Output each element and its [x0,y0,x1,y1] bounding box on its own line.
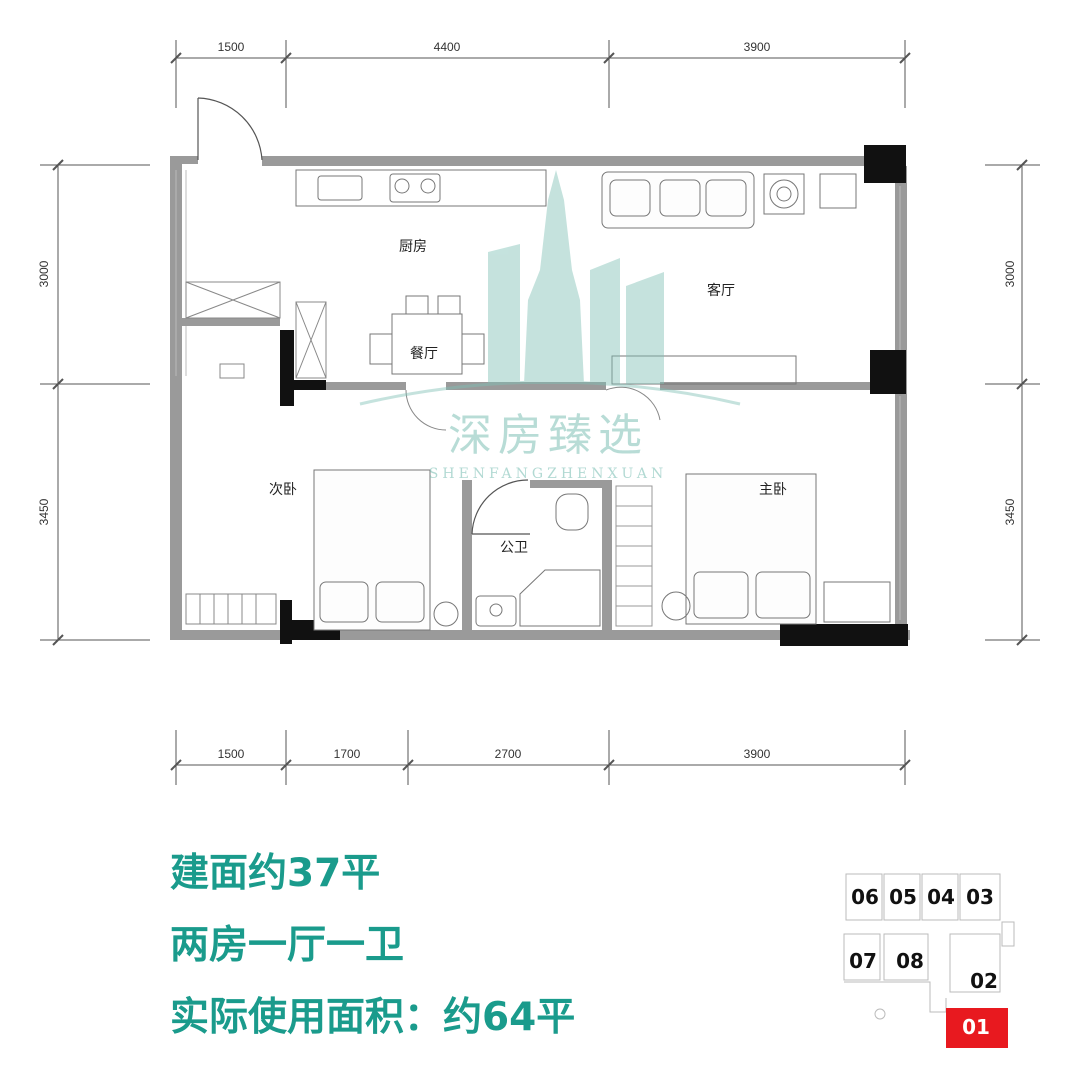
left-dim-1: 3000 [37,260,51,287]
room-label-living-room: 客厅 [707,282,735,299]
radiator [185,593,277,625]
side-table [763,173,857,215]
key-plan-highlight [946,1008,1008,1048]
built-area-text: 建面约37平 [170,851,381,896]
unit-05: 05 [889,885,917,909]
top-dimension-line [170,40,911,108]
bottom-dim-3: 2700 [495,747,522,761]
bottom-dim-2: 1700 [334,747,361,761]
structural-columns [280,145,908,646]
top-dim-1: 1500 [218,40,245,54]
room-label-dining-room: 餐厅 [410,346,438,362]
layout-text: 两房一厅一卫 [170,923,405,968]
bottom-dimension-line [170,730,911,785]
tv-cabinet [611,355,797,385]
unit-summary: 建面约37平 两房一厅一卫 实际使用面积：约64平 [170,838,575,1054]
room-label-bathroom: 公卫 [500,540,528,556]
storage-closet [185,281,327,379]
room-label-second-bedroom: 次卧 [269,482,297,498]
watermark-text: 深房臻选 [448,410,648,461]
key-plan: 06 05 04 03 07 08 02 01 [843,873,1015,1048]
second-bedroom-bed [313,469,459,631]
watermark-subtext: SHENFANGZHENXUAN [429,466,667,482]
sofa [601,171,755,229]
left-window [175,170,187,376]
unit-06: 06 [851,885,879,909]
left-dimension-line [40,159,150,646]
master-bedroom-bed [661,473,891,625]
left-dim-2: 3450 [37,498,51,525]
right-dim-2: 3450 [1003,498,1017,525]
stair-strip [615,485,653,627]
bottom-dim-1: 1500 [218,747,245,761]
interior-walls [182,318,870,632]
usable-area-text: 实际使用面积：约64平 [170,995,576,1040]
bathroom-door [471,479,530,535]
kitchen-counter [295,169,547,207]
unit-08: 08 [896,949,924,973]
right-dimension-line [985,159,1040,646]
top-dim-3: 3900 [744,40,771,54]
unit-04: 04 [927,885,955,909]
dining-table [369,295,485,375]
unit-07: 07 [849,949,877,973]
entry-door [197,97,263,161]
unit-01: 01 [962,1015,990,1039]
top-dim-2: 4400 [434,40,461,54]
bathroom-fixtures [475,493,601,627]
floor-plan-drawing: 1500 4400 3900 1500 1700 2700 3900 3000 … [37,40,1040,785]
room-label-kitchen: 厨房 [399,239,427,255]
bottom-dim-4: 3900 [744,747,771,761]
room-label-master-bedroom: 主卧 [759,482,787,498]
watermark-logo [359,170,741,406]
right-dim-1: 3000 [1003,260,1017,287]
bedroom-door [405,386,661,431]
unit-02: 02 [970,969,998,993]
unit-03: 03 [966,885,994,909]
